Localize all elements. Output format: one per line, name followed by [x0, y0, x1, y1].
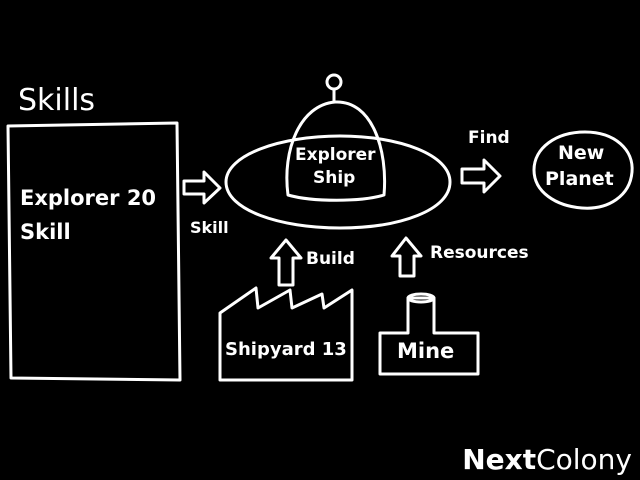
resources-arrow — [390, 236, 423, 278]
planet-label-line1: New — [558, 142, 605, 164]
find-arrow — [460, 158, 502, 194]
explorer-ship-saucer — [224, 134, 452, 230]
skills-heading: Skills — [18, 83, 96, 118]
resources-label: Resources — [430, 243, 529, 263]
build-label: Build — [306, 249, 355, 269]
ship-label-line1: Explorer — [295, 145, 376, 165]
mine-shaft-top — [406, 292, 436, 304]
find-label: Find — [468, 128, 510, 148]
explorer-ship-dome — [285, 100, 387, 202]
brand-next: Next — [462, 443, 537, 476]
skill-arrow — [182, 170, 222, 205]
skills-box-line2: Skill — [20, 220, 71, 244]
build-arrow — [269, 238, 303, 287]
brand-colony: Colony — [536, 443, 632, 476]
skills-box-line1: Explorer 20 — [20, 186, 157, 210]
shipyard-factory — [218, 286, 354, 382]
ship-label-line2: Ship — [313, 168, 356, 188]
mine-label: Mine — [397, 339, 455, 363]
nextcolony-brand: NextColony — [462, 446, 632, 474]
new-planet-circle — [532, 130, 634, 210]
skills-box — [6, 121, 182, 382]
antenna-ball — [325, 73, 343, 91]
shipyard-label: Shipyard 13 — [225, 339, 347, 360]
skill-arrow-label: Skill — [190, 218, 229, 237]
planet-label-line2: Planet — [545, 168, 614, 190]
